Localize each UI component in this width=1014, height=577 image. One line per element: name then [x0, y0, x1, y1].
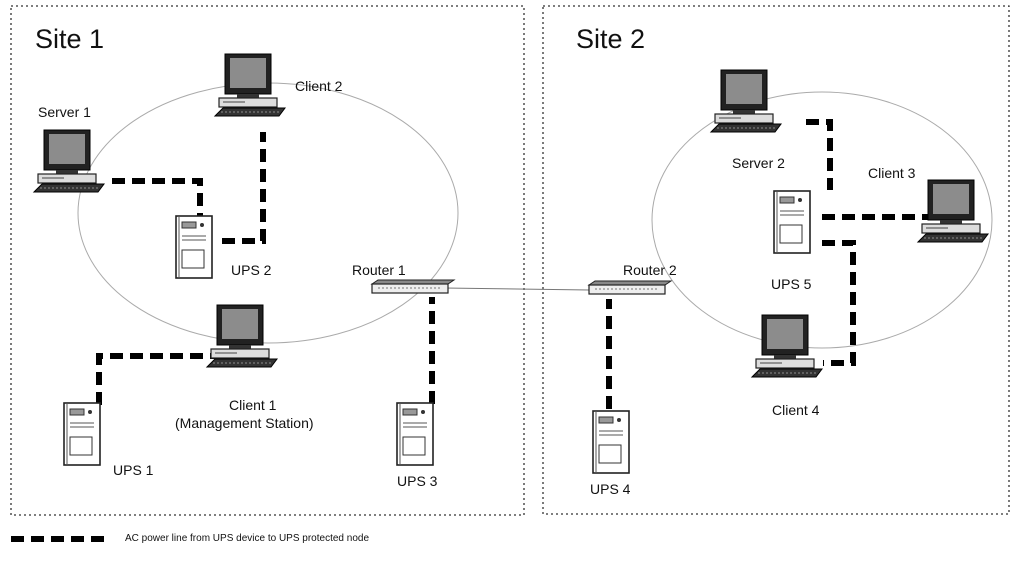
ups-4-label: UPS 4 — [590, 481, 631, 497]
ups-3-icon — [396, 402, 434, 466]
site-2-title: Site 2 — [576, 24, 646, 54]
site-1-title: Site 1 — [35, 24, 105, 54]
client-1-sublabel: (Management Station) — [175, 415, 314, 431]
site-1-boundary — [10, 5, 525, 516]
power-line-ups5-server2 — [806, 119, 833, 190]
client-3-label: Client 3 — [868, 165, 916, 181]
power-line-ups1-client1 — [96, 353, 220, 405]
ups-4-icon — [592, 410, 630, 474]
client-3-computer-icon — [917, 179, 989, 243]
server-1-label: Server 1 — [38, 104, 91, 120]
server-2-computer-icon — [710, 69, 782, 133]
server-2-label: Server 2 — [732, 155, 785, 171]
ups-2-label: UPS 2 — [231, 262, 272, 278]
ups-5-icon — [773, 190, 811, 254]
ups-2-icon — [175, 215, 213, 279]
ups-1-label: UPS 1 — [113, 462, 154, 478]
client-4-label: Client 4 — [772, 402, 820, 418]
client-4-computer-icon — [751, 314, 823, 378]
site-2-boundary — [542, 5, 1010, 515]
power-line-ups2-client2 — [222, 132, 266, 244]
client-1-label: Client 1 — [229, 397, 277, 413]
router-2-icon — [588, 280, 672, 295]
client-2-computer-icon — [214, 53, 286, 117]
lan-ellipse-site-1 — [77, 82, 459, 344]
ups-5-label: UPS 5 — [771, 276, 812, 292]
router-2-label: Router 2 — [623, 262, 677, 278]
client-2-label: Client 2 — [295, 78, 343, 94]
power-line-ups2-server1 — [112, 178, 203, 217]
ups-1-icon — [63, 402, 101, 466]
router-1-icon — [371, 279, 455, 294]
legend-label: AC power line from UPS device to UPS pro… — [125, 533, 370, 544]
wan-link — [443, 287, 590, 291]
router-1-label: Router 1 — [352, 262, 406, 278]
ups-3-label: UPS 3 — [397, 473, 438, 489]
power-line-ups5-client4 — [822, 240, 856, 366]
lan-ellipse-site-2 — [651, 91, 993, 349]
client-1-computer-icon — [206, 304, 278, 368]
